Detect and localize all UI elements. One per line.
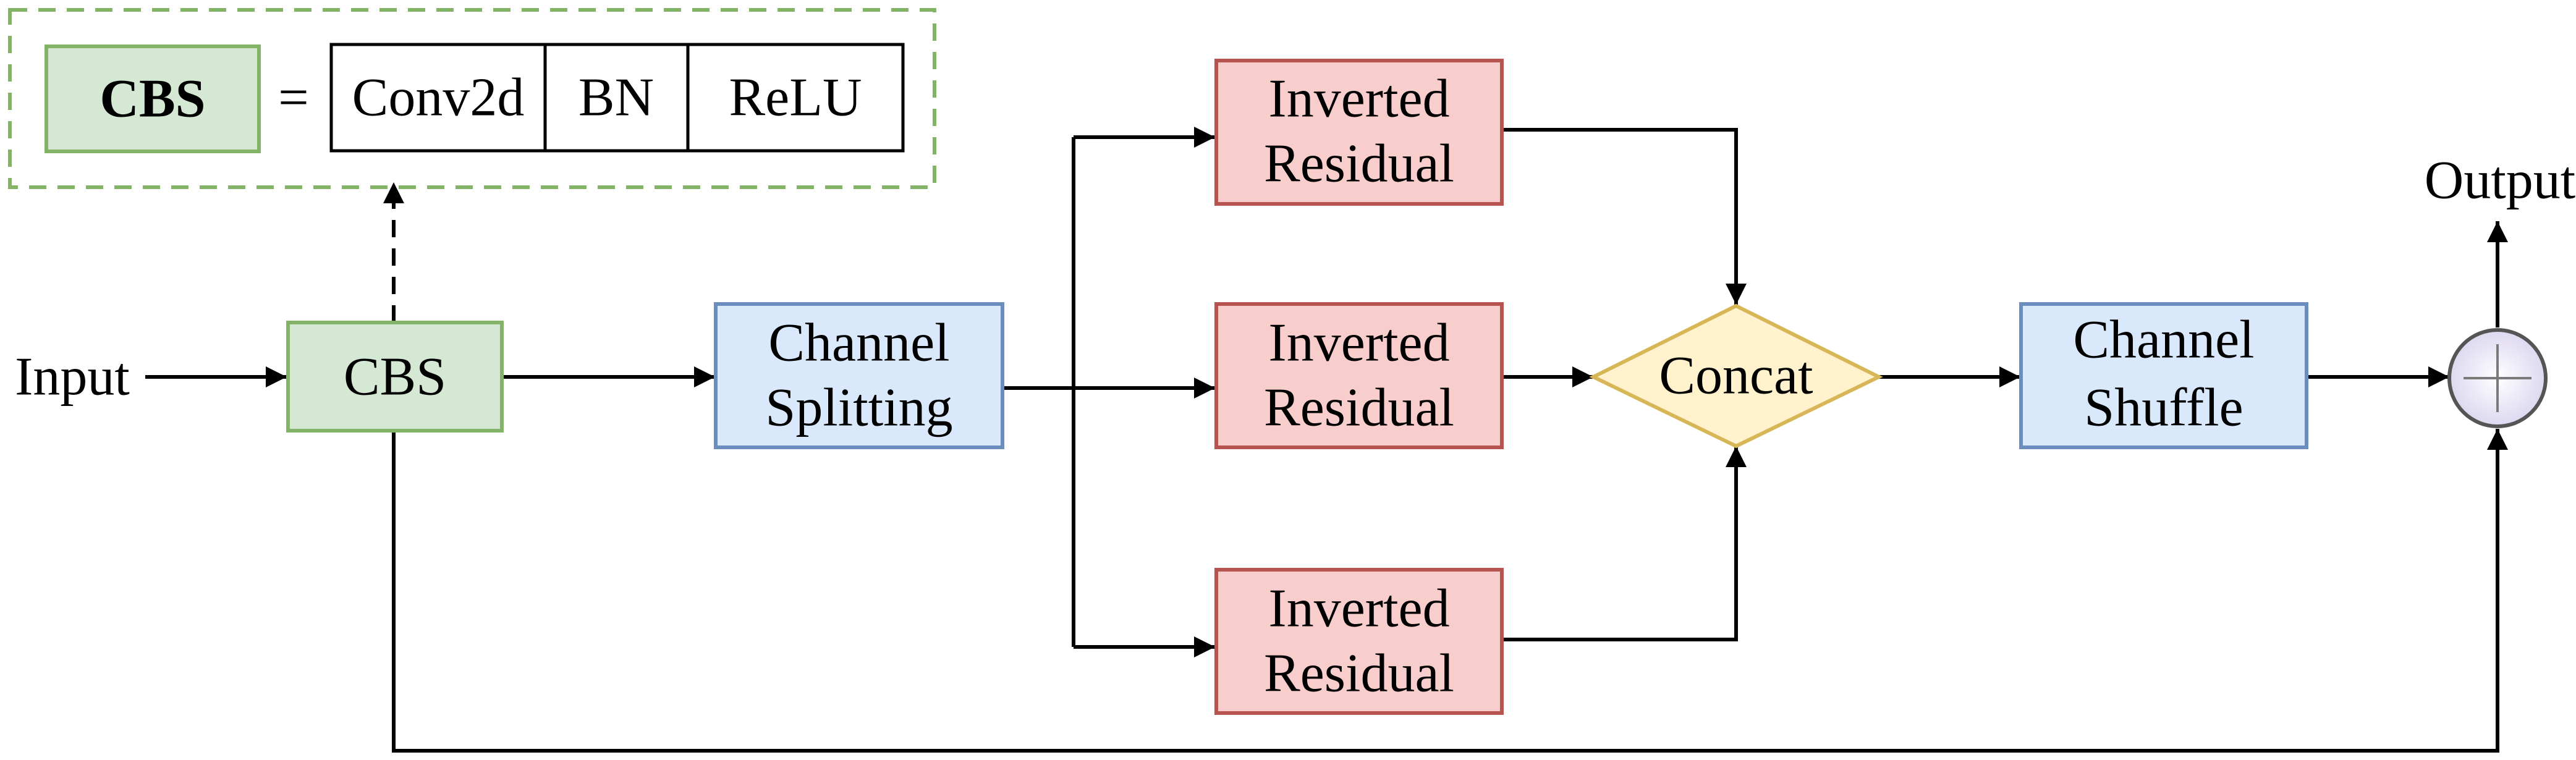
edge-ir-top-to-concat [1502,128,1747,305]
channel-splitting-line-2: Splitting [765,378,952,438]
channel-shuffle-line-2: Shuffle [2084,378,2243,438]
legend-part-conv2d: Conv2d [352,68,525,128]
inverted-residual-bot-line-1: Inverted [1268,579,1449,639]
input-label: Input [15,347,130,407]
channel-splitting-block: Channel Splitting [714,302,1004,449]
inverted-residual-bot-block: Inverted Residual [1214,568,1504,715]
inverted-residual-mid-line-1: Inverted [1268,313,1449,373]
channel-splitting-line-1: Channel [768,313,949,373]
concat-block: Concat [1589,303,1883,449]
inverted-residual-top-block: Inverted Residual [1214,59,1504,206]
edge-residual-skip [392,429,2508,753]
inverted-residual-bot-line-2: Residual [1264,644,1454,704]
channel-shuffle-block: Channel Shuffle [2019,302,2308,449]
cbs-legend: CBS = Conv2d BN ReLU [8,8,936,189]
concat-label: Concat [1659,346,1813,406]
inverted-residual-top-line-2: Residual [1264,134,1454,194]
inverted-residual-mid-line-2: Residual [1264,378,1454,438]
channel-shuffle-line-1: Channel [2073,310,2254,370]
legend-components-box [329,43,905,153]
legend-dashed-border [8,8,936,189]
inverted-residual-top-line-1: Inverted [1268,69,1449,129]
connectors [145,127,2508,753]
cbs-block: CBS [286,321,504,433]
inverted-residual-mid-block: Inverted Residual [1214,302,1504,449]
output-label: Output [2425,151,2575,211]
cbs-block-label: CBS [344,347,446,407]
edge-ir-bot-to-concat [1502,446,1747,641]
legend-cbs-box [44,44,261,153]
legend-cbs-label: CBS [100,69,205,129]
legend-part-bn: BN [578,68,654,128]
add-icon [2447,328,2548,428]
legend-part-relu: ReLU [729,68,862,128]
legend-equals-sign: = [278,68,309,128]
